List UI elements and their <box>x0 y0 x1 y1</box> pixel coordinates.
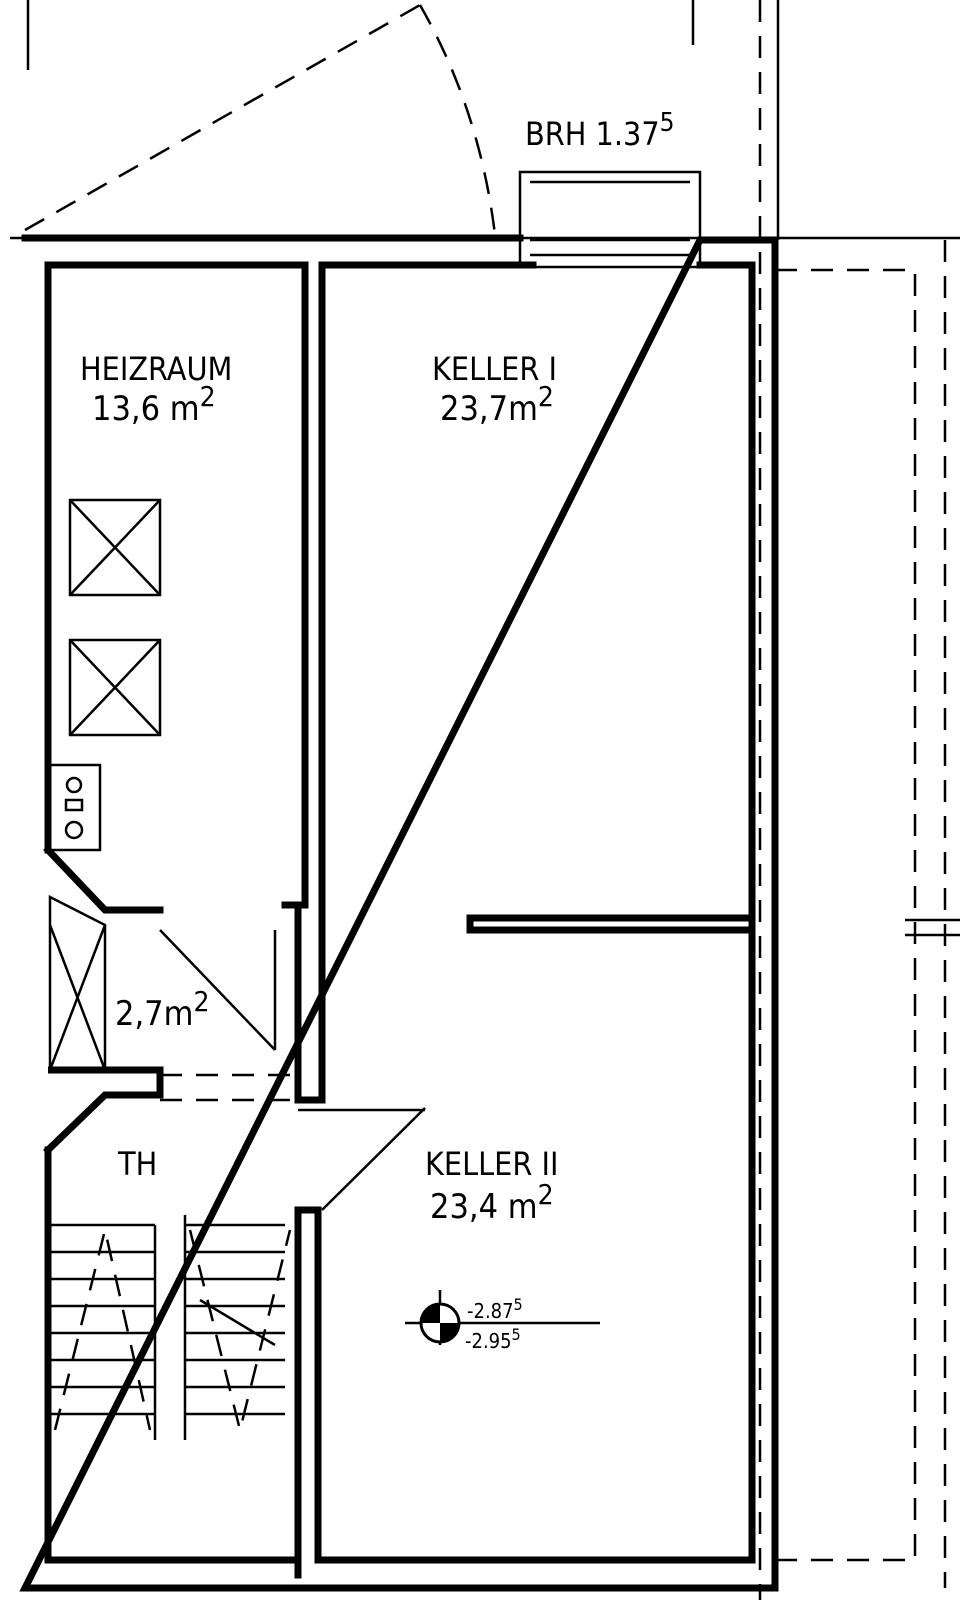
stairs-icon <box>50 1215 292 1440</box>
adjacent-building <box>758 0 960 1600</box>
room-name-th: TH <box>117 1145 157 1183</box>
room-name-heizraum: HEIZRAUM <box>80 350 232 388</box>
boiler-icon <box>46 498 162 852</box>
window-label: BRH 1.375 <box>525 108 675 153</box>
exterior-lines <box>10 0 960 240</box>
room-name-keller-1: KELLER I <box>432 350 557 388</box>
walls <box>19 234 779 1592</box>
level-lower: -2.955 <box>465 1325 521 1353</box>
level-upper: -2.875 <box>467 1295 523 1323</box>
level-marker-icon <box>405 1290 600 1345</box>
room-area-keller-1: 23,7m2 <box>440 380 554 429</box>
door-swings <box>159 929 426 1211</box>
window-icon <box>518 170 702 269</box>
room-area-keller-2: 23,4 m2 <box>430 1178 554 1227</box>
room-area-small: 2,7m2 <box>115 985 209 1034</box>
room-area-heizraum: 13,6 m2 <box>92 380 216 429</box>
room-name-keller-2: KELLER II <box>425 1145 558 1183</box>
